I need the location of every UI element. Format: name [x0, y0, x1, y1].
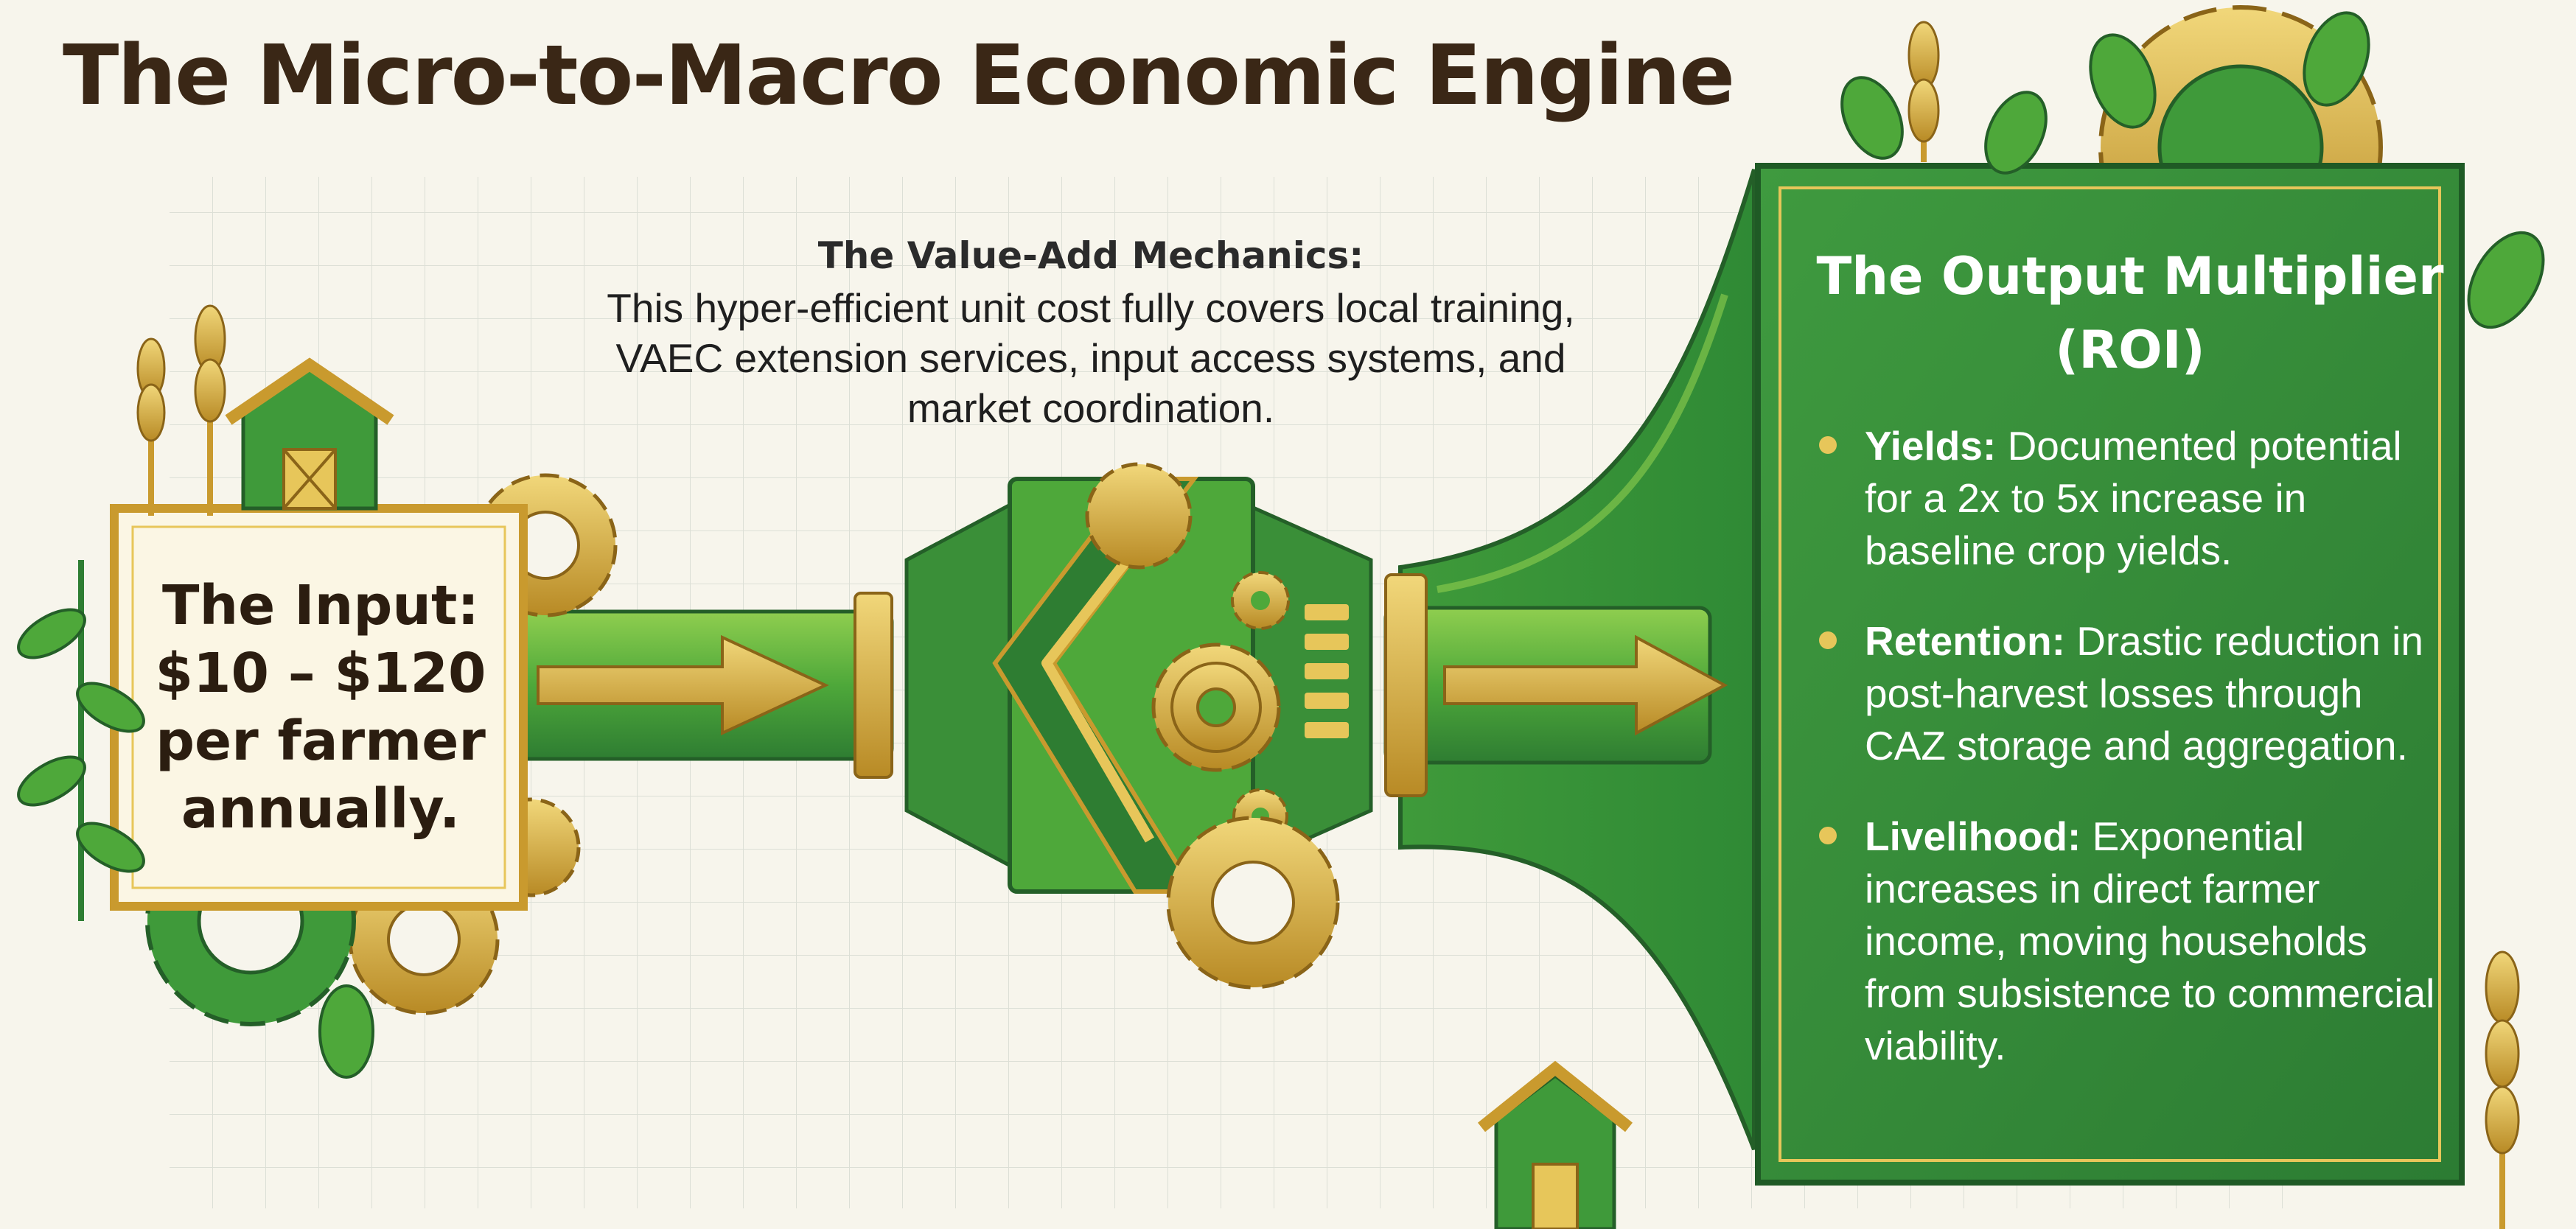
- leaf-icon: [1840, 11, 2545, 329]
- gear-icon: [1085, 462, 1193, 570]
- leaf-icon: [17, 560, 145, 921]
- wheat-icon: [136, 304, 226, 516]
- page-title: The Micro-to-Macro Economic Engine: [63, 28, 1735, 124]
- pipe-flange-left: [854, 592, 893, 779]
- wheat-icon: [2485, 950, 2520, 1229]
- leaf-icon: [318, 984, 374, 1079]
- barn-icon: [1478, 1060, 1633, 1229]
- gear-icon: [1151, 642, 1281, 772]
- input-label: The Input: $10 – $120 per farmer annuall…: [155, 574, 486, 841]
- arrow-right-icon: [537, 634, 829, 736]
- output-item-text: Drastic reduction in post-harvest losses…: [1865, 618, 2423, 768]
- barn-icon: [225, 357, 394, 511]
- output-item-yields: Yields: Documented potential for a 2x to…: [1813, 420, 2454, 577]
- output-item-livelihood: Livelihood: Exponential increases in dir…: [1813, 810, 2454, 1072]
- output-item-retention: Retention: Drastic reduction in post-har…: [1813, 615, 2454, 772]
- arrow-right-icon: [1443, 634, 1728, 736]
- output-item-term: Livelihood:: [1865, 813, 2081, 859]
- value-add-machine: [904, 477, 1373, 894]
- gear-icon: [1231, 571, 1290, 630]
- output-title: The Output Multiplier (ROI): [1816, 246, 2444, 380]
- value-add-mechanics: The Value-Add Mechanics: This hyper-effi…: [560, 234, 1622, 433]
- pipe-flange-right: [1384, 573, 1428, 797]
- output-panel-border: [1779, 186, 2441, 1162]
- wheat-icon: [1907, 21, 1940, 162]
- output-item-term: Yields:: [1865, 423, 1997, 469]
- gear-icon: [1166, 816, 1340, 990]
- output-panel: [1755, 163, 2465, 1186]
- output-item-term: Retention:: [1865, 618, 2065, 664]
- output-item-text: Documented potential for a 2x to 5x incr…: [1865, 423, 2402, 573]
- mechanics-body: This hyper-efficient unit cost fully cov…: [607, 285, 1575, 431]
- output-list: Yields: Documented potential for a 2x to…: [1813, 420, 2454, 1110]
- output-item-text: Exponential increases in direct farmer i…: [1865, 813, 2435, 1068]
- mechanics-heading: The Value-Add Mechanics:: [817, 234, 1364, 277]
